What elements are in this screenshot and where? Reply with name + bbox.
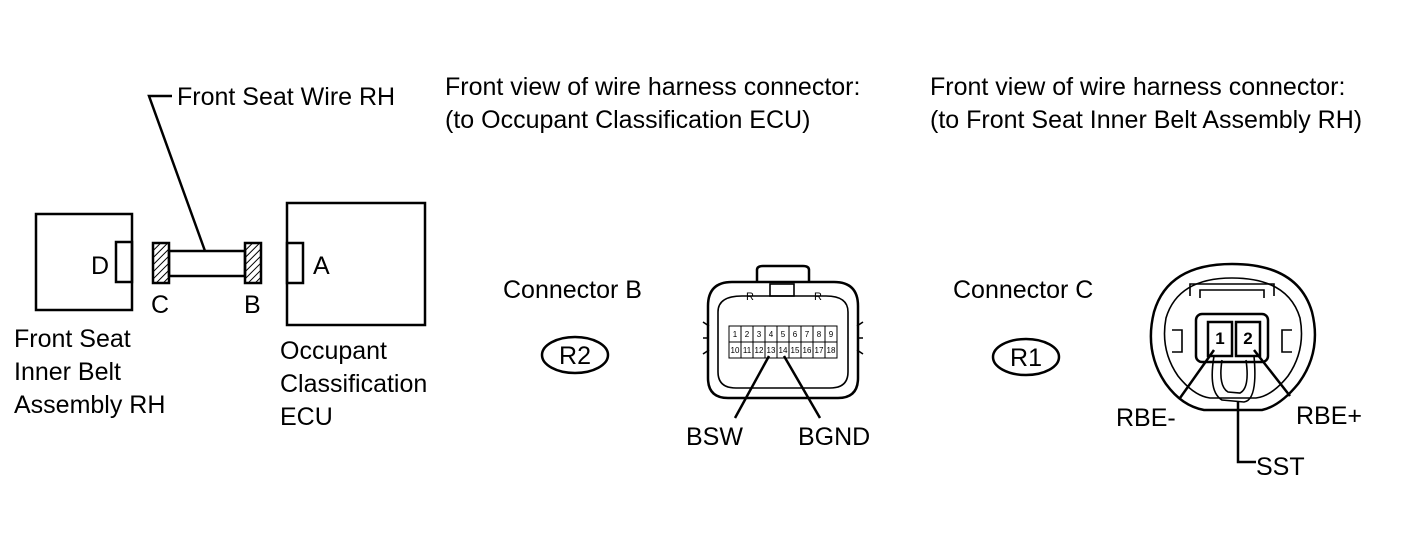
connector-c-sst-leader (1236, 402, 1256, 464)
ecu-label-line-2: Classification (280, 370, 427, 398)
connector-c-side-latches (1172, 329, 1292, 353)
connector-b-inner-housing (717, 295, 849, 389)
connector-b-bsw-leader (733, 355, 771, 419)
connector-b-code-badge (540, 335, 610, 375)
connector-b-pin-number: 3 (757, 330, 762, 339)
connector-c-pin-1-cavity (1206, 320, 1234, 358)
connector-b-pin-number: 13 (767, 346, 776, 355)
connector-b-pin-number: 2 (745, 330, 750, 339)
connector-b-pin-number: 16 (803, 346, 812, 355)
connector-c-code: R1 (1010, 344, 1042, 372)
seat-wire-harness (167, 249, 247, 278)
connector-c-letter: C (151, 291, 169, 319)
connector-b-pin-number: 6 (793, 330, 798, 339)
connector-b-pin-number: 11 (743, 346, 752, 355)
connector-d-socket (114, 240, 134, 284)
connector-c-code-badge (991, 337, 1061, 377)
left-wiring-diagram: D Front Seat Wire RH C B A Front Seat In… (14, 83, 427, 431)
connector-c-pin-2: 2 (1243, 329, 1252, 348)
connector-b-terminal-bgnd: BGND (798, 423, 870, 451)
connector-b-pin-number: 18 (827, 346, 836, 355)
connector-b-pin-number: 8 (817, 330, 822, 339)
connector-c-heading-line-2: (to Front Seat Inner Belt Assembly RH) (930, 106, 1362, 134)
connector-c-plug (151, 241, 171, 285)
seat-wire-label: Front Seat Wire RH (177, 83, 395, 111)
connector-b-pin-number: 5 (781, 330, 786, 339)
belt-assembly-label-line-2: Inner Belt (14, 358, 121, 386)
connector-b-plug (243, 241, 263, 285)
connector-b-side-ticks (702, 321, 864, 355)
connector-b-pin-number: 17 (815, 346, 824, 355)
belt-assembly-box (34, 212, 134, 312)
connector-b-pin-number: 15 (791, 346, 800, 355)
connector-b-terminal-bsw: BSW (686, 423, 743, 451)
connector-a-letter: A (313, 252, 330, 280)
connector-b-pin-number: 10 (731, 346, 740, 355)
connector-c-name: Connector C (953, 276, 1093, 304)
connector-a-socket (285, 241, 305, 285)
connector-b-pin-cell (824, 341, 838, 359)
connector-c-heading-line-1: Front view of wire harness connector: (930, 73, 1345, 101)
connector-b-pin-number: 4 (769, 330, 774, 339)
connector-b-lock-window (769, 283, 795, 297)
connector-c-terminal-sst: SST (1256, 453, 1305, 481)
connector-c-terminal-rbe-minus: RBE- (1116, 404, 1176, 432)
connector-c-terminal-body (1194, 312, 1270, 364)
connector-b-housing (706, 280, 860, 400)
connector-c-housing (1149, 262, 1317, 412)
connector-d-letter: D (91, 252, 109, 280)
connector-b-pin-number: 7 (805, 330, 810, 339)
connector-c-rbe-minus-leader (1178, 349, 1216, 399)
seat-wire-leader-line (147, 94, 207, 252)
belt-assembly-label-line-1: Front Seat (14, 325, 131, 353)
ecu-label-line-3: ECU (280, 403, 333, 431)
connector-b-heading-line-1: Front view of wire harness connector: (445, 73, 860, 101)
connector-c-terminal-rbe-plus: RBE+ (1296, 402, 1362, 430)
connector-c-view: Front view of wire harness connector: (t… (930, 73, 1362, 481)
connector-b-bgnd-leader (782, 355, 822, 419)
connector-b-letter: B (244, 291, 261, 319)
connector-c-rbe-plus-leader (1253, 349, 1291, 397)
connector-c-shorting-clip (1211, 355, 1256, 403)
ecu-label-line-1: Occupant (280, 337, 387, 365)
connector-b-heading-line-2: (to Occupant Classification ECU) (445, 106, 810, 134)
connector-b-pin-number: 14 (779, 346, 788, 355)
connector-b-view: Front view of wire harness connector: (t… (445, 73, 870, 451)
connector-b-pin-number: 12 (755, 346, 764, 355)
connector-c-inner-housing (1163, 277, 1303, 399)
connector-c-pin-2-cavity (1234, 320, 1262, 358)
connector-b-pin-number: 1 (733, 330, 738, 339)
connector-b-name: Connector B (503, 276, 642, 304)
belt-assembly-label-line-3: Assembly RH (14, 391, 165, 419)
connector-b-pin-number: 9 (829, 330, 834, 339)
connector-c-pin-1: 1 (1215, 329, 1224, 348)
connector-b-code: R2 (559, 342, 591, 370)
ecu-box (285, 201, 427, 327)
connector-b-lock-mark-left: R (746, 291, 754, 303)
connector-b-lock-tab (755, 264, 811, 282)
connector-c-lock-hood (1189, 283, 1275, 298)
connector-b-lock-mark-right: R (814, 291, 822, 303)
connector-c-shorting-clip-inner (1220, 359, 1248, 394)
